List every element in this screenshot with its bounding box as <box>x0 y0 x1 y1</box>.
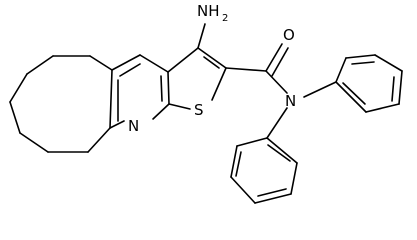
pyridine-ring <box>109 54 170 129</box>
thiophene-ring <box>167 47 227 110</box>
atom-label-ring-sulfur: S <box>194 101 204 119</box>
cyclooctane-ring <box>9 55 113 153</box>
amine-text: NH <box>197 2 220 20</box>
phenyl-ring-upper <box>303 54 403 113</box>
amine-bond <box>197 23 206 49</box>
phenyl-ring-lower <box>230 107 298 204</box>
carboxamide-group <box>225 43 289 94</box>
atom-label-amine: NH 2 <box>197 2 228 24</box>
structure-canvas: NH 2 O N S N <box>9 2 403 204</box>
atom-label-carbonyl-oxygen: O <box>283 26 295 44</box>
atom-label-amide-nitrogen: N <box>285 92 296 110</box>
molecule-drawing: NH 2 O N S N <box>9 2 403 204</box>
atom-label-pyridine-nitrogen: N <box>128 117 139 135</box>
amine-subscript-text: 2 <box>222 13 228 24</box>
